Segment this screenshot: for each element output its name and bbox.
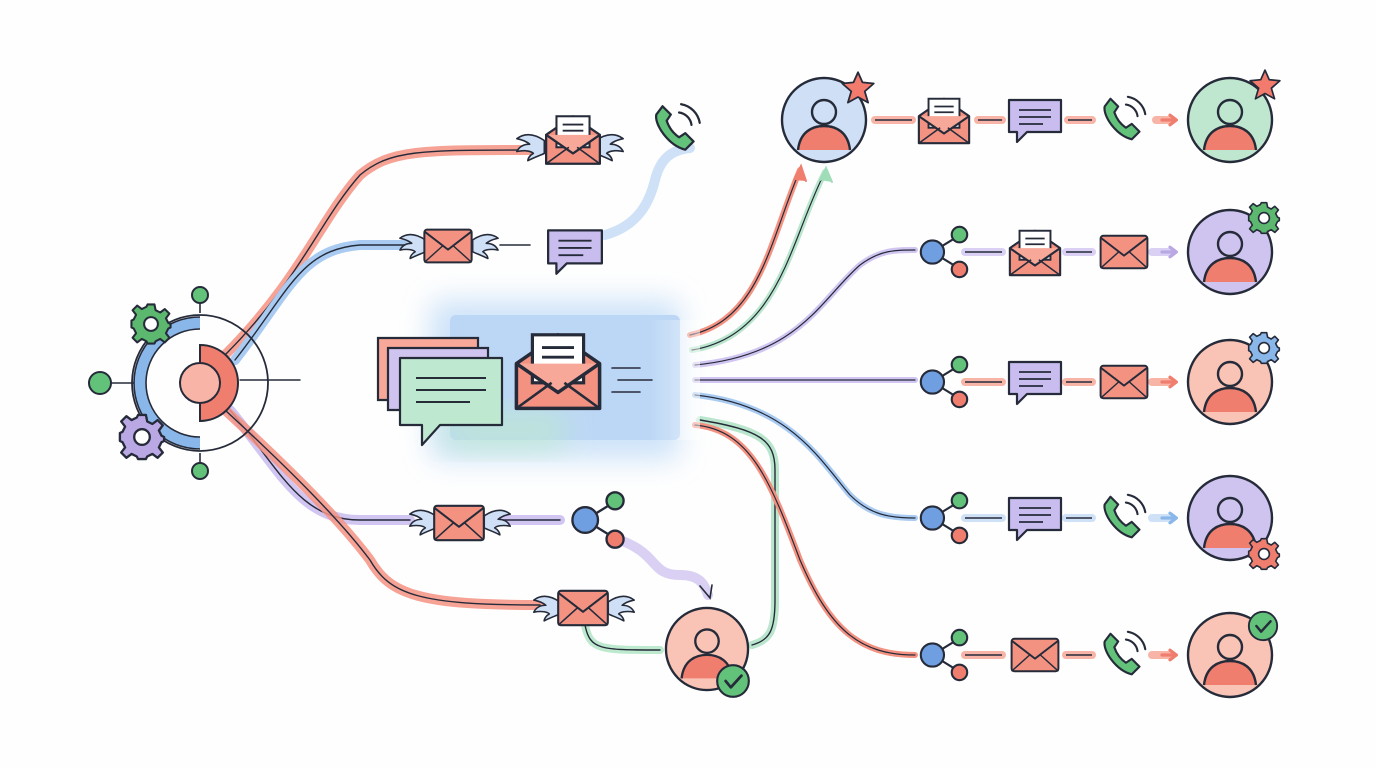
open-envelope-icon xyxy=(917,97,971,145)
share-nodes-icon xyxy=(919,355,969,409)
envelope-icon xyxy=(423,228,473,264)
hub-gears-icon xyxy=(88,286,269,480)
journey-3 xyxy=(919,331,1281,426)
chat-bubble-icon xyxy=(1007,360,1063,406)
envelope-icon xyxy=(557,589,609,627)
phone-icon xyxy=(1103,630,1147,676)
share-nodes-icon xyxy=(571,491,625,549)
journey-2 xyxy=(919,201,1281,296)
journey-fanout-connectors xyxy=(650,163,918,658)
hub-branch-connectors xyxy=(220,143,779,654)
chat-bubble-icon xyxy=(546,229,604,275)
motion-lines xyxy=(611,367,653,393)
branch-upper-chat xyxy=(399,228,604,275)
phone-icon xyxy=(1103,493,1147,539)
chat-bubble-icon xyxy=(1007,98,1063,144)
gear-badge-icon xyxy=(1247,201,1281,235)
journey-1-entry-avatar xyxy=(780,71,875,164)
open-envelope-icon xyxy=(1008,229,1062,277)
gear-badge-icon xyxy=(1247,537,1281,571)
chat-bubble-icon xyxy=(1007,496,1063,542)
share-nodes-icon xyxy=(919,491,969,545)
check-badge-icon xyxy=(715,663,751,699)
journey-rows xyxy=(780,69,1281,699)
phone-icon xyxy=(1103,95,1147,141)
envelope-icon xyxy=(1099,234,1149,270)
envelope-icon xyxy=(433,504,485,542)
gear-badge-icon xyxy=(1247,331,1281,365)
share-nodes-icon xyxy=(919,225,969,279)
branch-center-message-hub xyxy=(376,332,653,447)
share-nodes-icon xyxy=(919,628,969,682)
journey-5 xyxy=(919,610,1279,699)
envelope-icon xyxy=(1010,637,1060,673)
branch-lower-user xyxy=(532,589,751,699)
phone-icon xyxy=(654,103,701,151)
open-envelope-icon xyxy=(544,114,602,166)
check-badge-icon xyxy=(1247,610,1279,642)
envelope-icon xyxy=(1099,364,1149,400)
journey-4 xyxy=(919,474,1281,571)
journey-1 xyxy=(871,69,1281,164)
stacked-chat-bubbles-icon xyxy=(376,336,504,447)
